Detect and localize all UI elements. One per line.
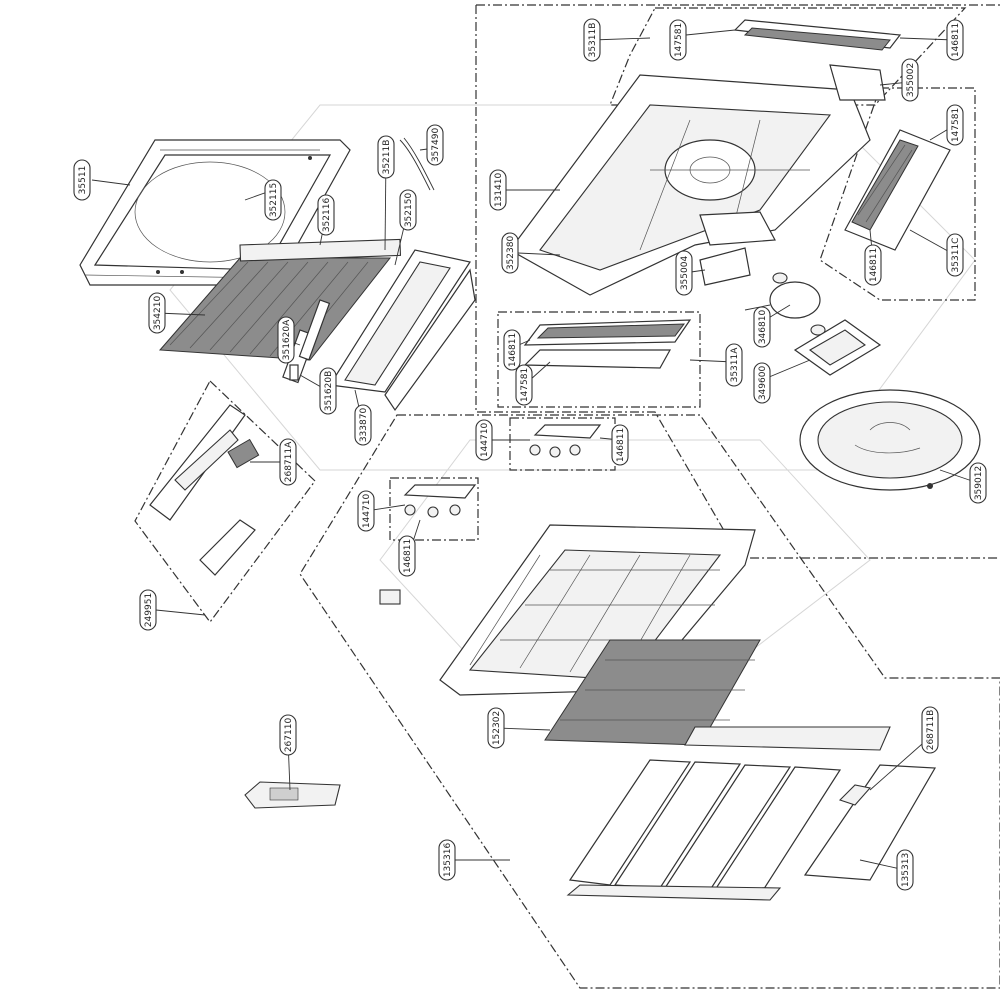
panel-slats (566, 759, 842, 901)
label-35511: 35511 (73, 159, 91, 201)
label-349600: 349600 (753, 362, 771, 404)
label-146811-top: 146811 (946, 19, 964, 61)
label-35511-text: 35511 (78, 166, 88, 195)
fan-orifice (799, 389, 981, 491)
label-144710-mid: 144710 (357, 490, 375, 532)
label-35311b-text: 35311B (588, 23, 598, 58)
label-349600-text: 349600 (758, 366, 768, 401)
sensor-clip-mid (379, 484, 477, 605)
label-146811-right-text: 146811 (869, 248, 879, 282)
label-35311b: 35311B (583, 18, 601, 62)
label-267110-text: 267110 (284, 718, 294, 753)
label-267110: 267110 (279, 714, 297, 756)
motor-bracket (793, 319, 882, 376)
label-35311a-text: 35311A (730, 347, 740, 383)
label-152302-text: 152302 (492, 711, 502, 745)
fan-motor (744, 272, 826, 336)
label-147581-top-text: 147581 (674, 23, 684, 57)
label-147581-right: 147581 (946, 104, 964, 146)
label-135313-text: 135313 (901, 853, 911, 887)
label-146811-mid: 146811 (398, 535, 416, 577)
label-146811-left: 146811 (503, 329, 521, 371)
label-352116-text: 352116 (322, 198, 332, 233)
label-354210: 354210 (148, 292, 166, 334)
drain-pan (328, 249, 476, 412)
label-131410-text: 131410 (494, 173, 504, 208)
label-35211b: 35211B (377, 135, 395, 179)
louver-left (523, 319, 692, 369)
label-333870: 333870 (354, 404, 372, 446)
cabinet-body (509, 64, 886, 296)
label-35311c: 35311C (946, 233, 964, 277)
label-333870-text: 333870 (359, 408, 369, 443)
remote-controller (244, 781, 341, 809)
louver-right (844, 129, 951, 251)
label-249951-text: 249951 (144, 593, 154, 627)
label-352150: 352150 (399, 189, 417, 231)
label-351620a-text: 351620A (282, 319, 292, 360)
label-146811-left-text: 146811 (508, 333, 518, 367)
side-panel (803, 764, 937, 881)
label-352115: 352115 (264, 179, 282, 221)
label-152302: 152302 (487, 707, 505, 749)
label-355002-text: 355002 (906, 63, 916, 97)
control-box (149, 404, 260, 576)
label-359012: 359012 (969, 462, 987, 504)
label-249951: 249951 (139, 589, 157, 631)
label-147581-right-text: 147581 (951, 108, 961, 142)
label-351620a: 351620A (277, 316, 295, 364)
label-346810-text: 346810 (758, 310, 768, 345)
label-35311a: 35311A (725, 343, 743, 387)
label-355004: 355004 (675, 250, 693, 296)
label-351620b-text: 351620B (324, 371, 334, 412)
label-144710-upper-text: 144710 (480, 423, 490, 458)
label-355004-text: 355004 (680, 256, 690, 291)
label-35311c-text: 35311C (951, 238, 961, 273)
label-268711a-text: 268711A (284, 441, 294, 482)
label-135316: 135316 (438, 839, 456, 881)
label-144710-upper: 144710 (475, 419, 493, 461)
label-359012-text: 359012 (974, 466, 984, 500)
label-135316-text: 135316 (443, 843, 453, 878)
label-354210-text: 354210 (153, 296, 163, 331)
label-352380: 352380 (501, 232, 519, 274)
sensor-clip-upper (529, 424, 602, 458)
air-filter (544, 639, 891, 751)
label-268711a: 268711A (279, 438, 297, 486)
label-131410: 131410 (489, 169, 507, 211)
part-labels: 35511 352115 352116 35211B 352150 357490… (73, 18, 987, 891)
label-352380-text: 352380 (506, 236, 516, 271)
front-grille (439, 524, 756, 696)
label-352150-text: 352150 (404, 193, 414, 228)
label-268711b-text: 268711B (926, 710, 936, 751)
label-146811-right: 146811 (864, 244, 882, 286)
heat-exchanger (158, 238, 402, 361)
label-357490: 357490 (426, 124, 444, 166)
label-147581-top: 147581 (669, 19, 687, 61)
label-146811-top-text: 146811 (951, 23, 961, 57)
label-147581-left: 147581 (515, 364, 533, 406)
label-355002: 355002 (901, 58, 919, 102)
label-147581-left-text: 147581 (520, 368, 530, 402)
label-346810: 346810 (753, 306, 771, 348)
label-146811-upper: 146811 (611, 424, 629, 466)
small-parts-left (282, 137, 435, 384)
label-135313: 135313 (896, 849, 914, 891)
label-268711b: 268711B (921, 706, 939, 754)
label-146811-mid-text: 146811 (403, 539, 413, 573)
louver-top (733, 19, 902, 51)
label-144710-mid-text: 144710 (362, 494, 372, 529)
label-146811-upper-text: 146811 (616, 428, 626, 462)
label-352115-text: 352115 (269, 183, 279, 217)
label-357490-text: 357490 (431, 128, 441, 163)
label-35211b-text: 35211B (382, 140, 392, 175)
label-352116: 352116 (317, 194, 335, 236)
label-351620b: 351620B (319, 367, 337, 415)
